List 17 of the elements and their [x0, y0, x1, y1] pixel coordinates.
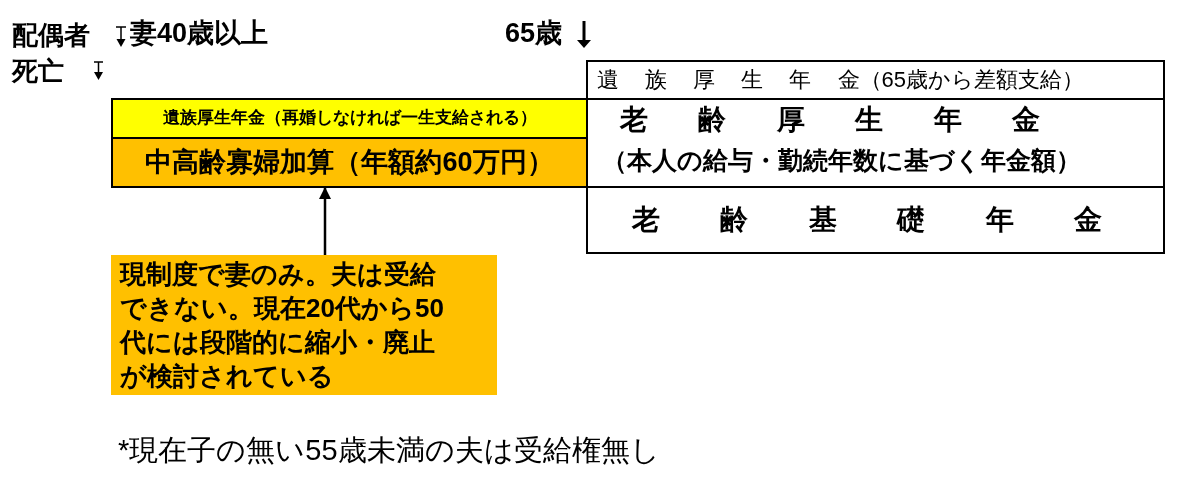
- box-subtitle: （本人の給与・勤続年数に基づく年金額）: [602, 145, 1081, 175]
- age-label: 65歳: [505, 17, 563, 50]
- pension-band: [111, 98, 588, 139]
- note-box: [111, 255, 497, 395]
- note-text: 現制度で妻のみ。夫は受給できない。現在20代から50代には段階的に縮小・廃止が検討されている: [120, 258, 445, 393]
- band-label: 中高齢寡婦加算（年額約60万円）: [144, 146, 555, 179]
- pension-box: [586, 60, 1165, 100]
- band-label: 遺族厚生年金（再婚しなければ一生支給される）: [161, 108, 538, 129]
- box-label: 遺 族 厚 生 年 金（65歳から差額支給）: [597, 67, 1085, 94]
- pension-box: [586, 186, 1165, 254]
- addition-band: [111, 137, 588, 188]
- event-label: 配偶者死亡: [12, 19, 91, 88]
- box-title: 老 齢 厚 生 年 金: [620, 103, 1040, 137]
- footnote: *現在子の無い55歳未満の夫は受給権無し: [118, 433, 660, 468]
- age-label: 妻40歳以上: [130, 17, 269, 50]
- box-title: 老 齢 基 礎 年 金: [632, 203, 1102, 237]
- arrow: [319, 187, 331, 255]
